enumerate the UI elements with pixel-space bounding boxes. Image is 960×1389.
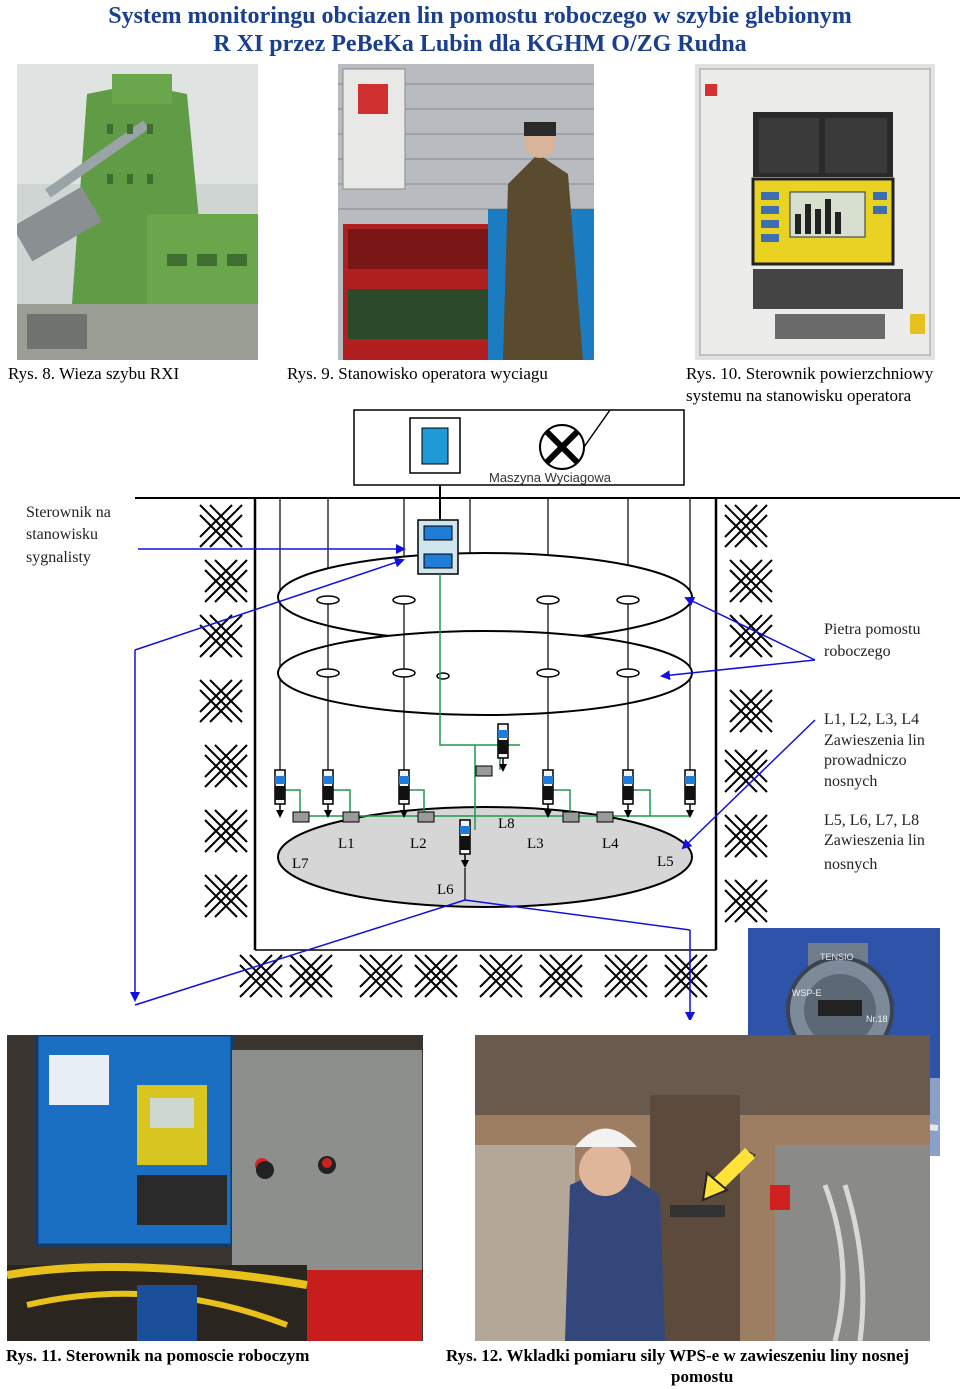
label-L6: L6 (437, 882, 454, 898)
label-L4: L4 (602, 836, 619, 852)
label-guide-ropes-4: nosnych (824, 773, 878, 790)
sensor-model-text: WSP-E (792, 988, 822, 998)
photo-platform-controller (7, 1035, 423, 1341)
caption-fig8: Rys. 8. Wieza szybu RXI (8, 364, 180, 383)
sensor-brand-text: TENSIO (820, 952, 854, 962)
page-subtitle: R XI przez PeBeKa Lubin dla KGHM O/ZG Ru… (213, 31, 747, 57)
photo-surface-controller (695, 64, 935, 360)
label-guide-ropes-2: Zawieszenia lin (824, 732, 925, 749)
photo-operator-station (338, 64, 594, 360)
label-platform-levels-1: Pietra pomostu (824, 621, 921, 638)
photo-wps-inserts (475, 1035, 930, 1341)
machine-label: Maszyna Wyciagowa (489, 470, 612, 485)
page-title: System monitoringu obciazen lin pomostu … (108, 3, 852, 29)
caption-fig11: Rys. 11. Sterownik na pomoscie roboczym (6, 1346, 310, 1365)
caption-fig12-line2: pomostu (671, 1367, 734, 1386)
shaft-diagram: Maszyna Wyciagowa (130, 409, 960, 1020)
label-L2: L2 (410, 836, 427, 852)
label-carry-ropes-3: nosnych (824, 856, 878, 873)
label-carry-ropes-1: L5, L6, L7, L8 (824, 812, 920, 829)
label-signal-controller-1: Sterownik na (26, 504, 111, 521)
label-guide-ropes-3: prowadniczo (824, 752, 907, 769)
label-L7: L7 (292, 856, 309, 872)
label-signal-controller-2: stanowisku (26, 526, 98, 543)
label-L8: L8 (498, 816, 515, 832)
label-guide-ropes-1: L1, L2, L3, L4 (824, 711, 920, 728)
label-L1: L1 (338, 836, 355, 852)
caption-fig9: Rys. 9. Stanowisko operatora wyciagu (287, 364, 548, 383)
sensor-number-text: Nr.18 (866, 1014, 888, 1024)
caption-fig10-line2: systemu na stanowisku operatora (686, 386, 912, 405)
label-platform-levels-2: roboczego (824, 643, 891, 660)
label-L5: L5 (657, 854, 674, 870)
caption-fig12-line1: Rys. 12. Wkladki pomiaru sily WPS-e w za… (446, 1346, 910, 1365)
photo-shaft-tower (17, 64, 258, 360)
caption-fig10-line1: Rys. 10. Sterownik powierzchniowy (686, 364, 934, 383)
label-L3: L3 (527, 836, 544, 852)
label-signal-controller-3: sygnalisty (26, 549, 91, 566)
label-carry-ropes-2: Zawieszenia lin (824, 832, 925, 849)
